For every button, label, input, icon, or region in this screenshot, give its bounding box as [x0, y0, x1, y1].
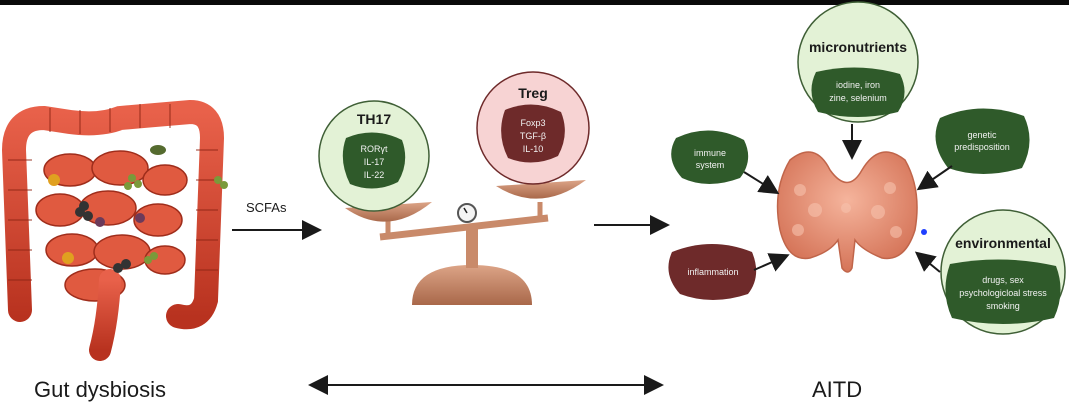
- environmental-line-3: smoking: [986, 301, 1020, 311]
- genetic-line-1: genetic: [967, 130, 997, 140]
- micronutrients-title: micronutrients: [809, 39, 907, 55]
- inflammation-label: inflammation: [687, 267, 738, 277]
- top-border: [0, 0, 1069, 5]
- micronutrients-line-2: zine, selenium: [829, 93, 887, 103]
- th17-line-1: RORγt: [361, 144, 388, 154]
- immune-system-blob: immune system: [671, 130, 749, 184]
- thyroid-illustration: [776, 151, 918, 273]
- gut-dysbiosis-title: Gut dysbiosis: [34, 377, 166, 402]
- intestine-illustration: [1, 99, 228, 361]
- inflammation-arrow: [753, 253, 790, 272]
- treg-line-3: IL-10: [523, 144, 544, 154]
- environmental-circle: environmental drugs, sex psychologicloal…: [940, 209, 1066, 335]
- environmental-arrow: [914, 251, 941, 273]
- th17-line-2: IL-17: [364, 157, 385, 167]
- immune-line-1: immune: [694, 148, 726, 158]
- immune-arrow: [743, 171, 780, 195]
- inflammation-blob: inflammation: [668, 244, 757, 300]
- micronutrients-circle: micronutrients iodine, iron zine, seleni…: [797, 1, 919, 123]
- aitd-title: AITD: [812, 377, 862, 402]
- micronutrients-line-1: iodine, iron: [836, 80, 880, 90]
- bacteria-icons: [48, 145, 228, 273]
- genetic-arrow: [916, 165, 953, 191]
- blue-dot: [921, 229, 927, 235]
- treg-line-2: TGF-β: [520, 131, 546, 141]
- environmental-line-1: drugs, sex: [982, 275, 1024, 285]
- treg-line-1: Foxp3: [520, 118, 545, 128]
- genetic-predisposition-blob: genetic predisposition: [935, 108, 1030, 174]
- treg-title: Treg: [518, 85, 548, 101]
- environmental-line-2: psychologicloal stress: [959, 288, 1047, 298]
- immune-line-2: system: [696, 160, 725, 170]
- th17-line-3: IL-22: [364, 170, 385, 180]
- genetic-line-2: predisposition: [954, 142, 1010, 152]
- th17-title: TH17: [357, 111, 391, 127]
- scfas-label: SCFAs: [246, 200, 287, 215]
- environmental-title: environmental: [955, 235, 1051, 251]
- treg-circle: Treg Foxp3 TGF-β IL-10: [476, 71, 590, 185]
- th17-circle: TH17 RORγt IL-17 IL-22: [318, 100, 430, 212]
